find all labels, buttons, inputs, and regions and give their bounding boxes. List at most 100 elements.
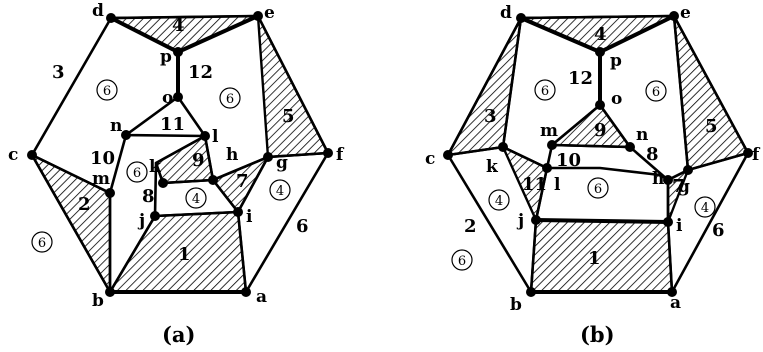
svg-text:6: 6 <box>541 84 549 99</box>
face-label-a-4: 6 <box>31 231 53 253</box>
vertex-m <box>547 140 557 150</box>
vertex-label-j: j <box>516 211 524 231</box>
vertex-label-p: p <box>610 51 622 71</box>
face-label-b-3: 6 <box>587 177 609 199</box>
vertex-label-o: o <box>611 89 622 109</box>
edge-label-7: 7 <box>236 171 249 192</box>
vertex-h <box>663 175 673 185</box>
caption-b: (b) <box>580 322 615 347</box>
vertex-label-k: k <box>486 157 499 177</box>
edge-label-1: 1 <box>588 248 601 269</box>
face-label-b-4: 4 <box>488 189 510 211</box>
face-label-b-6: 6 <box>451 249 473 271</box>
vertex-label-g: g <box>678 177 690 197</box>
vertex-label-m: m <box>540 121 558 141</box>
vertex-a <box>241 287 251 297</box>
vertex-label-b: b <box>92 291 104 311</box>
vertex-label-d: d <box>92 1 104 21</box>
edge-label-1: 1 <box>178 244 191 265</box>
vertex-p <box>173 47 183 57</box>
hatched-face-bottom-b <box>529 218 674 294</box>
vertex-label-h: h <box>226 145 238 165</box>
edge-label-6: 6 <box>712 220 725 241</box>
vertex-f <box>743 148 753 158</box>
edge-label-3: 3 <box>484 106 497 127</box>
vertex-label-a: a <box>670 293 681 313</box>
edge-label-5: 5 <box>282 106 295 127</box>
vertex-label-k: k <box>149 157 162 177</box>
vertex-label-p: p <box>160 47 172 67</box>
vertex-p <box>595 47 605 57</box>
edge-label-9: 9 <box>594 120 607 141</box>
caption-a: (a) <box>162 322 195 347</box>
svg-text:4: 4 <box>192 192 200 207</box>
vertex-i <box>233 207 243 217</box>
vertex-o <box>173 92 183 102</box>
svg-text:4: 4 <box>276 184 284 199</box>
vertex-n <box>625 142 635 152</box>
svg-text:6: 6 <box>652 85 660 100</box>
vertex-m <box>105 188 115 198</box>
vertex-e <box>669 11 679 21</box>
svg-text:6: 6 <box>594 182 602 197</box>
vertex-label-i: i <box>676 216 683 236</box>
svg-text:6: 6 <box>103 84 111 99</box>
svg-text:4: 4 <box>701 201 709 216</box>
face-label-a-2: 6 <box>219 87 241 109</box>
vertex-label-e: e <box>264 3 275 23</box>
face-label-a-3: 6 <box>126 161 148 183</box>
edge-label-7: 7 <box>672 176 685 197</box>
vertex-d <box>106 13 116 23</box>
vertex-l <box>200 131 210 141</box>
edge-label-2: 2 <box>464 216 477 237</box>
vertex-label-g: g <box>276 153 288 173</box>
vertices-a <box>27 11 333 297</box>
vertex-label-c: c <box>425 149 435 169</box>
vertex-b <box>526 287 536 297</box>
vertex-k <box>498 142 508 152</box>
vertex-label-f: f <box>752 145 761 165</box>
vertex-label-f: f <box>336 145 345 165</box>
vertex-j <box>531 215 541 225</box>
vertex-label-n: n <box>110 116 122 136</box>
edge-label-10: 10 <box>90 148 115 169</box>
edge-label-12: 12 <box>188 62 213 83</box>
edge-label-8: 8 <box>646 144 659 165</box>
vertex-a <box>667 287 677 297</box>
edge-label-11: 11 <box>522 174 547 195</box>
edge-label-10: 10 <box>556 150 581 171</box>
vertex-g <box>683 165 693 175</box>
vertex-n <box>121 130 131 140</box>
graph-a: a b c d e f g h i j k l m n o p 1 2 3 4 … <box>8 1 345 347</box>
vertex-label-n: n <box>636 125 648 145</box>
edge-label-8: 8 <box>142 186 155 207</box>
face-label-a-5: 4 <box>185 187 207 209</box>
vertex-d <box>516 13 526 23</box>
vertex-label-l: l <box>212 127 219 147</box>
vertex-label-d: d <box>500 3 512 23</box>
face-label-a-1: 6 <box>96 79 118 101</box>
vertex-i <box>663 217 673 227</box>
edge-label-6: 6 <box>296 216 309 237</box>
edge-label-4: 4 <box>172 15 185 36</box>
vertex-label-m: m <box>92 169 110 189</box>
edge-label-5: 5 <box>705 116 718 137</box>
edge-label-4: 4 <box>594 24 607 45</box>
vertex-l <box>542 163 552 173</box>
vertices-b <box>443 11 753 297</box>
vertex-h <box>208 175 218 185</box>
edge-label-12: 12 <box>568 68 593 89</box>
vertex-label-c: c <box>8 145 18 165</box>
svg-text:6: 6 <box>133 166 141 181</box>
vertex-label-j: j <box>137 211 145 231</box>
vertex-g <box>263 152 273 162</box>
svg-text:6: 6 <box>226 92 234 107</box>
vertex-label-e: e <box>680 3 691 23</box>
vertex-label-i: i <box>246 207 253 227</box>
vertex-e <box>253 11 263 21</box>
vertex-label-b: b <box>510 295 522 315</box>
face-label-b-5: 4 <box>694 196 716 218</box>
svg-text:6: 6 <box>458 254 466 269</box>
vertex-label-l: l <box>554 175 561 195</box>
